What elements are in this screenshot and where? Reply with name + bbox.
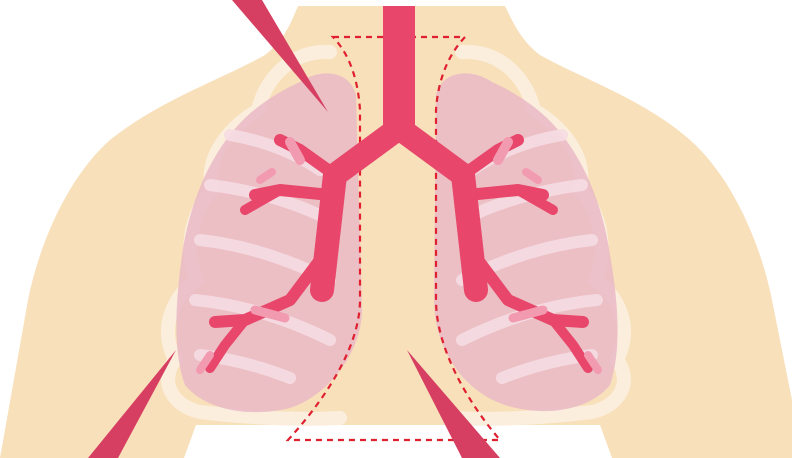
trachea (383, 6, 415, 126)
